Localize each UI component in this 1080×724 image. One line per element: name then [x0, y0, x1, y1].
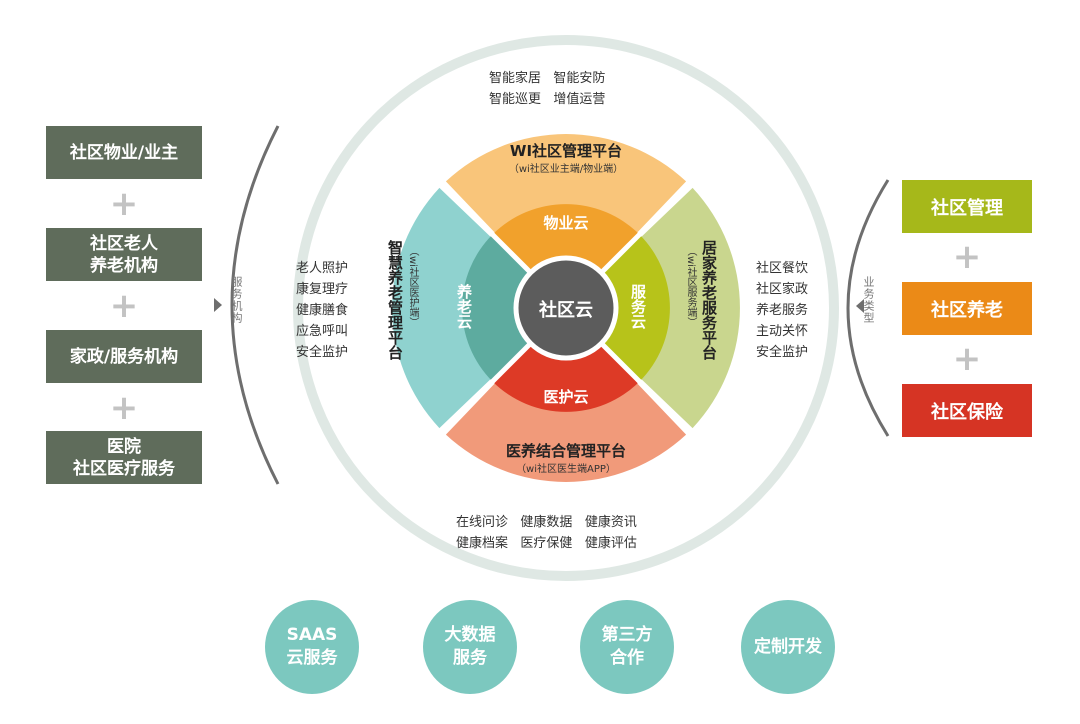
feature-item: 在线问诊	[456, 515, 509, 530]
circle-label: SAAS	[286, 625, 338, 645]
hub-label: 社区云	[539, 300, 593, 321]
feature-item: 主动关怀	[756, 324, 809, 339]
right-box-community-elderly-care: 社区养老	[902, 282, 1032, 335]
left-box-label: 养老机构	[90, 255, 158, 276]
feature-item: 康复理疗	[296, 282, 349, 297]
left-platform-sub: （wi社区医护端）	[407, 246, 418, 327]
bottom-cloud-label: 医护云	[543, 388, 589, 406]
plus-icon: +	[109, 286, 139, 326]
left-box-label: 社区老人	[90, 233, 158, 254]
bottom-platform-sub: （wi社区医生端APP）	[516, 464, 616, 475]
feature-item: 健康资讯	[584, 515, 637, 530]
left-box-property: 社区物业/业主	[46, 126, 202, 179]
bottom-circle-bigdata: 大数据 服务	[423, 600, 517, 694]
feature-item: 增值运营	[553, 92, 606, 107]
inner-right	[598, 234, 670, 382]
feature-item: 社区餐饮	[756, 261, 809, 276]
left-box-label: 家政/服务机构	[69, 346, 179, 367]
plus-icon: +	[109, 388, 139, 428]
quadrant-right	[639, 187, 740, 429]
bottom-circle-saas: SAAS 云服务	[265, 600, 359, 694]
circle-label: 定制开发	[754, 636, 822, 657]
top-cloud-label: 物业云	[543, 214, 589, 232]
quadrant-top	[445, 134, 687, 235]
left-features: 老人照护 康复理疗 健康膳食 应急呼叫 安全监护	[296, 258, 366, 363]
bottom-circle-thirdparty: 第三方 合作	[580, 600, 674, 694]
right-platform-sub: （wi社区服务端）	[685, 246, 696, 327]
bottom-features: 在线问诊 健康数据 健康资讯 健康档案 医疗保健 健康评估	[456, 512, 676, 554]
feature-item: 安全监护	[296, 345, 349, 360]
outer-ring	[293, 35, 839, 581]
left-box-housekeeping: 家政/服务机构	[46, 330, 202, 383]
left-box-hospital: 医院 社区医疗服务	[46, 431, 202, 484]
top-platform-title: WI社区管理平台	[509, 142, 623, 160]
left-box-label: 社区医疗服务	[73, 458, 175, 479]
right-box-label: 社区管理	[931, 197, 1003, 219]
top-features: 智能家居 智能安防 智能巡更 增值运营	[489, 68, 649, 110]
feature-item: 应急呼叫	[296, 324, 349, 339]
hub-circle	[513, 255, 619, 361]
circle-label: 合作	[610, 648, 644, 668]
right-box-label: 社区养老	[931, 299, 1003, 321]
quadrant-left	[392, 187, 493, 429]
right-cloud-label: 服务云	[629, 284, 647, 329]
feature-item: 智能安防	[553, 71, 606, 86]
feature-item: 智能家居	[489, 71, 542, 86]
circle-label: 大数据	[444, 625, 496, 645]
circle-label: 服务	[453, 648, 487, 668]
left-cloud-label: 养老云	[455, 284, 473, 329]
left-vertical-label: 服务机构	[230, 276, 243, 324]
right-box-label: 社区保险	[931, 401, 1003, 423]
left-platform-title: 智慧养老管理平台	[386, 240, 404, 360]
feature-item: 安全监护	[756, 345, 809, 360]
left-box-label: 医院	[107, 436, 141, 457]
feature-item: 医疗保健	[520, 536, 573, 551]
feature-item: 养老服务	[756, 303, 809, 318]
feature-item: 老人照护	[296, 261, 349, 276]
plus-icon: +	[952, 237, 982, 277]
circle-label: 第三方	[601, 625, 653, 645]
bottom-platform-title: 医养结合管理平台	[505, 442, 626, 460]
circle-label: 云服务	[286, 648, 338, 668]
plus-icon: +	[109, 184, 139, 224]
inner-top	[492, 204, 640, 276]
right-box-community-management: 社区管理	[902, 180, 1032, 233]
bottom-circle-custom: 定制开发	[741, 600, 835, 694]
left-box-elderly: 社区老人 养老机构	[46, 228, 202, 281]
right-features: 社区餐饮 社区家政 养老服务 主动关怀 安全监护	[756, 258, 826, 363]
top-platform-sub: （wi社区业主端/物业端）	[508, 164, 624, 175]
plus-icon: +	[952, 339, 982, 379]
left-box-label: 社区物业/业主	[69, 142, 179, 163]
feature-item: 健康档案	[456, 536, 509, 551]
quadrant-bottom	[445, 381, 687, 482]
right-box-community-insurance: 社区保险	[902, 384, 1032, 437]
feature-item: 社区家政	[756, 282, 809, 297]
feature-item: 健康数据	[520, 515, 573, 530]
right-vertical-label: 业务类型	[862, 276, 875, 324]
feature-item: 健康评估	[584, 536, 637, 551]
right-platform-title: 居家养老服务平台	[700, 240, 718, 360]
feature-item: 健康膳食	[296, 303, 349, 318]
inner-left	[462, 234, 534, 382]
feature-item: 智能巡更	[489, 92, 542, 107]
inner-bottom	[492, 340, 640, 412]
